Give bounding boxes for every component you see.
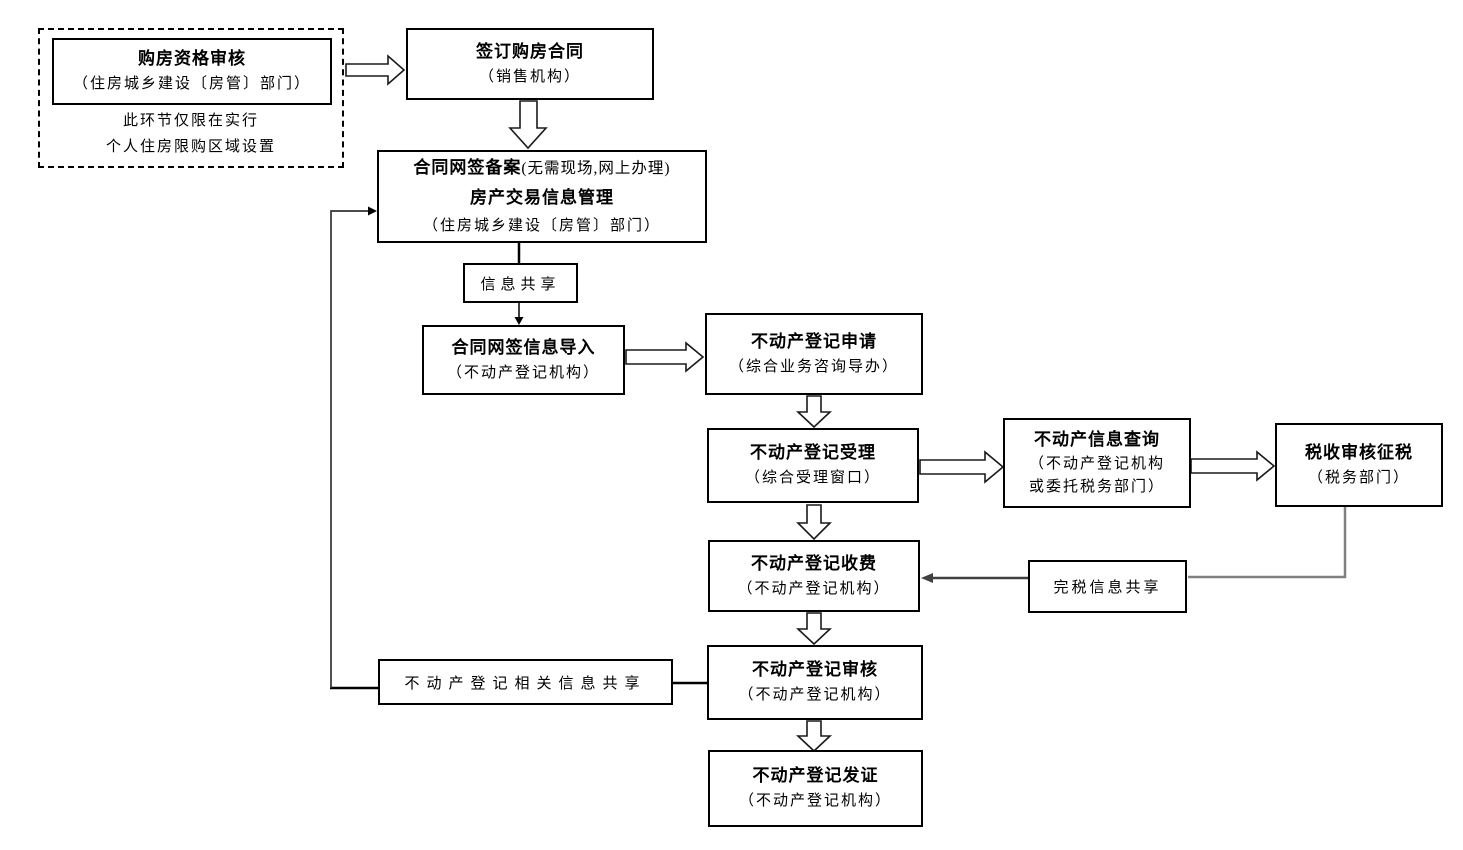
node-reg-accept-subtitle: （综合受理窗口） xyxy=(744,470,881,486)
edge-tax-review-to-tax-info-share xyxy=(1188,507,1347,579)
node-info-share: 信息共享 xyxy=(463,263,578,303)
qualification-note-line2: 个人住房限购区域设置 xyxy=(105,139,276,155)
node-reg-apply-subtitle: （综合业务咨询导办） xyxy=(728,358,899,375)
node-contract-filing-title2: 房产交易信息管理 xyxy=(470,188,614,207)
node-reg-apply-title: 不动产登记申请 xyxy=(751,331,877,351)
node-tax-review-title: 税收审核征税 xyxy=(1305,442,1413,462)
node-qualification-title: 购房资格审核 xyxy=(138,49,246,68)
node-contract-filing-title-note: (无需现场,网上办理) xyxy=(521,160,671,177)
node-info-query: 不动产信息查询 （不动产登记机构 或委托税务部门） xyxy=(1003,418,1191,508)
edge-reg-fee-to-reg-review xyxy=(795,612,833,646)
qualification-note-line1: 此环节仅限在实行 xyxy=(122,113,259,129)
edge-tax-info-share-to-reg-fee-arrowhead xyxy=(921,573,933,583)
node-reg-accept: 不动产登记受理 （综合受理窗口） xyxy=(707,428,919,503)
node-contract-filing-subtitle: （住房城乡建设〔房管〕部门） xyxy=(422,218,661,234)
node-contract-import: 合同网签信息导入 （不动产登记机构） xyxy=(422,325,625,395)
node-info-query-subtitle-line2: 或委托税务部门） xyxy=(1028,479,1165,495)
node-reg-review: 不动产登记审核 （不动产登记机构） xyxy=(707,645,923,720)
node-reg-fee-title: 不动产登记收费 xyxy=(751,553,877,573)
node-sign-contract: 签订购房合同 （销售机构） xyxy=(406,28,654,100)
node-contract-import-title: 合同网签信息导入 xyxy=(451,337,596,357)
edge-reg-accept-to-info-query xyxy=(919,450,1005,484)
node-reg-fee-subtitle: （不动产登记机构） xyxy=(737,580,891,597)
node-tax-review-subtitle: （税务部门） xyxy=(1307,469,1410,486)
edge-reg-accept-to-reg-fee xyxy=(796,504,832,541)
node-sign-contract-title: 签订购房合同 xyxy=(476,41,584,61)
node-reg-cert-subtitle: （不动产登记机构） xyxy=(738,793,892,809)
node-contract-filing: 合同网签备案(无需现场,网上办理) 房产交易信息管理 （住房城乡建设〔房管〕部门… xyxy=(377,150,707,243)
edge-info-share-to-contract-import-arrowhead xyxy=(514,317,524,325)
node-related-info-share-label: 不动产登记相关信息共享 xyxy=(404,675,647,692)
node-reg-cert-title: 不动产登记发证 xyxy=(752,766,879,785)
node-info-query-subtitle-line1: （不动产登记机构 xyxy=(1028,456,1165,472)
node-qualification-subtitle: （住房城乡建设〔房管〕部门） xyxy=(72,76,311,92)
edge-related-info-share-to-contract-filing-arrowhead xyxy=(368,206,377,216)
node-contract-filing-line1: 合同网签备案(无需现场,网上办理) xyxy=(413,153,670,183)
node-reg-review-title: 不动产登记审核 xyxy=(752,660,878,679)
node-info-share-label: 信息共享 xyxy=(480,276,561,293)
node-tax-info-share-label: 完税信息共享 xyxy=(1053,580,1162,596)
node-contract-import-subtitle: （不动产登记机构） xyxy=(446,364,600,381)
node-reg-apply: 不动产登记申请 （综合业务咨询导办） xyxy=(705,313,923,395)
node-sign-contract-subtitle: （销售机构） xyxy=(478,68,581,85)
node-tax-info-share: 完税信息共享 xyxy=(1028,560,1187,613)
edge-qualification-to-sign-contract xyxy=(345,54,406,86)
edge-contract-import-to-reg-apply xyxy=(625,341,705,373)
edge-reg-apply-to-reg-accept xyxy=(795,395,833,429)
node-reg-review-subtitle: （不动产登记机构） xyxy=(738,687,892,703)
node-reg-fee: 不动产登记收费 （不动产登记机构） xyxy=(708,540,920,612)
node-reg-cert: 不动产登记发证 （不动产登记机构） xyxy=(708,750,923,827)
node-contract-filing-title-bold: 合同网签备案 xyxy=(413,158,522,177)
node-qualification-region: 购房资格审核 （住房城乡建设〔房管〕部门） 此环节仅限在实行 个人住房限购区域设… xyxy=(38,28,344,168)
node-related-info-share: 不动产登记相关信息共享 xyxy=(378,659,673,705)
node-qualification: 购房资格审核 （住房城乡建设〔房管〕部门） xyxy=(52,38,332,105)
edge-info-query-to-tax-review xyxy=(1190,450,1276,482)
node-reg-accept-title: 不动产登记受理 xyxy=(750,443,876,462)
node-tax-review: 税收审核征税 （税务部门） xyxy=(1275,423,1443,507)
qualification-note: 此环节仅限在实行 个人住房限购区域设置 xyxy=(40,108,342,160)
edge-related-info-share-to-contract-filing xyxy=(330,210,369,688)
edge-reg-review-to-reg-cert xyxy=(795,720,833,753)
edge-sign-contract-to-contract-filing xyxy=(508,100,548,150)
node-info-query-title: 不动产信息查询 xyxy=(1034,430,1160,449)
